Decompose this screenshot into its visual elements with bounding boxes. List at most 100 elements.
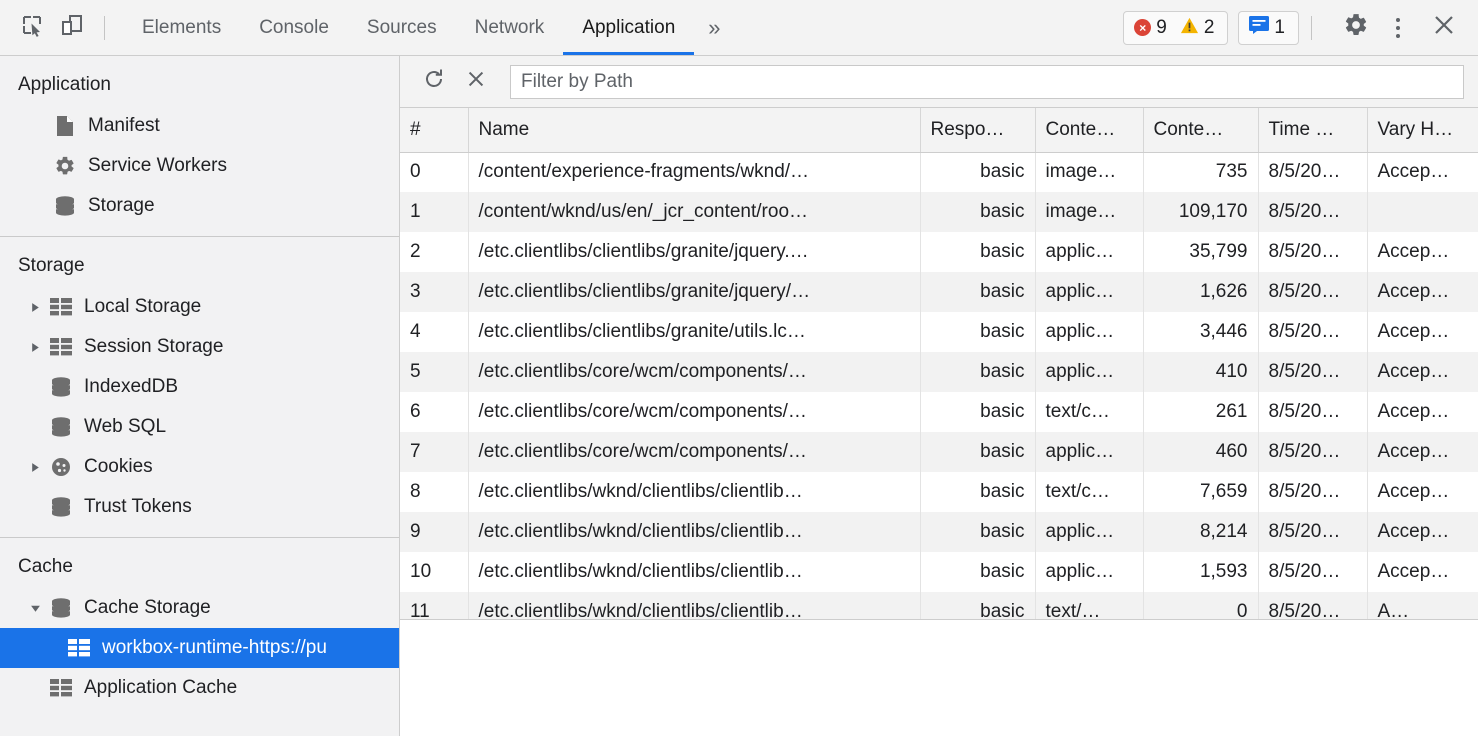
row-content-length: 8,214 [1143, 512, 1259, 552]
sidebar-item-web-sql[interactable]: Web SQL [0, 407, 399, 447]
row-index: 10 [400, 552, 469, 592]
chevron-right-icon[interactable] [30, 462, 48, 473]
toolbar-divider-right [1311, 15, 1312, 40]
sidebar-item-indexeddb[interactable]: IndexedDB [0, 367, 399, 407]
row-response-type: basic [920, 512, 1036, 552]
error-count: 9 [1156, 17, 1167, 38]
column-header-vary-header[interactable]: Vary H… [1367, 108, 1478, 153]
row-index: 1 [400, 192, 469, 232]
column-header-content-length[interactable]: Conte… [1143, 108, 1259, 153]
tab-application[interactable]: Application [563, 0, 695, 55]
row-index: 6 [400, 392, 469, 432]
console-issues-button[interactable]: × 9 2 [1123, 10, 1229, 45]
table-row[interactable]: 8/etc.clientlibs/wknd/clientlibs/clientl… [400, 472, 1478, 512]
table-row[interactable]: 10/etc.clientlibs/wknd/clientlibs/client… [400, 552, 1478, 592]
sidebar-item-workbox-runtime-cache[interactable]: workbox-runtime-https://pu [0, 628, 399, 668]
cache-storage-panel: # Name Respo… Conte… Conte… Time … Vary … [400, 56, 1478, 736]
device-toolbar-icon [60, 13, 84, 42]
sidebar-item-cookies[interactable]: Cookies [0, 447, 399, 487]
row-index: 11 [400, 592, 469, 619]
row-content-type: applic… [1035, 312, 1144, 352]
row-time-cached: 8/5/20… [1258, 312, 1368, 352]
table-row[interactable]: 0/content/experience-fragments/wknd/…bas… [400, 152, 1478, 192]
column-header-name[interactable]: Name [468, 108, 921, 153]
chevron-right-icon[interactable] [30, 342, 48, 353]
device-toolbar-button[interactable] [52, 8, 92, 48]
chevron-right-icon[interactable] [30, 302, 48, 313]
row-vary-header: Accep… [1377, 401, 1450, 422]
filter-by-path-input[interactable] [510, 64, 1464, 99]
table-icon [48, 679, 74, 697]
column-header-content-type[interactable]: Conte… [1035, 108, 1144, 153]
row-index: 0 [400, 152, 469, 192]
issues-message-button[interactable]: 1 [1238, 10, 1299, 45]
row-time-cached: 8/5/20… [1258, 272, 1368, 312]
table-row[interactable]: 2/etc.clientlibs/clientlibs/granite/jque… [400, 232, 1478, 272]
gear-icon [52, 155, 78, 177]
sidebar-item-label: Cookies [84, 456, 153, 477]
sidebar-item-session-storage[interactable]: Session Storage [0, 327, 399, 367]
table-row[interactable]: 3/etc.clientlibs/clientlibs/granite/jque… [400, 272, 1478, 312]
row-name: /etc.clientlibs/clientlibs/granite/jquer… [468, 272, 921, 312]
tab-console[interactable]: Console [240, 0, 348, 55]
column-header-index[interactable]: # [400, 108, 469, 153]
row-index: 8 [400, 472, 469, 512]
more-options-button[interactable] [1378, 8, 1418, 48]
close-devtools-button[interactable] [1424, 8, 1464, 48]
sidebar-item-trust-tokens[interactable]: Trust Tokens [0, 487, 399, 527]
delete-selected-button[interactable] [458, 64, 494, 100]
sidebar-section-application: Application Manifest Service Workers [0, 56, 399, 237]
tab-elements[interactable]: Elements [123, 0, 240, 55]
row-index: 4 [400, 312, 469, 352]
row-content-length: 410 [1143, 352, 1259, 392]
sidebar-item-storage[interactable]: Storage [0, 186, 399, 226]
row-name: /etc.clientlibs/clientlibs/granite/jquer… [468, 232, 921, 272]
table-row[interactable]: 11/etc.clientlibs/wknd/clientlibs/client… [400, 592, 1478, 619]
document-icon [52, 115, 78, 137]
tab-sources[interactable]: Sources [348, 0, 456, 55]
sidebar-item-service-workers[interactable]: Service Workers [0, 146, 399, 186]
row-response-type: basic [920, 312, 1036, 352]
row-name: /content/experience-fragments/wknd/… [468, 152, 921, 192]
inspect-element-button[interactable] [12, 8, 52, 48]
refresh-icon [422, 67, 446, 96]
sidebar-item-label: Manifest [88, 115, 160, 136]
column-header-time-cached[interactable]: Time … [1258, 108, 1368, 153]
settings-button[interactable] [1336, 8, 1376, 48]
more-tabs-button[interactable]: » [694, 0, 734, 55]
row-response-type: basic [920, 472, 1036, 512]
sidebar-item-cache-storage[interactable]: Cache Storage [0, 588, 399, 628]
row-time-cached: 8/5/20… [1258, 432, 1368, 472]
row-index: 7 [400, 432, 469, 472]
sidebar-item-local-storage[interactable]: Local Storage [0, 287, 399, 327]
row-vary-header: Accep… [1377, 281, 1450, 302]
row-time-cached: 8/5/20… [1258, 192, 1368, 232]
row-vary-header: Accep… [1377, 521, 1450, 542]
row-name: /content/wknd/us/en/_jcr_content/roo… [468, 192, 921, 232]
table-row[interactable]: 5/etc.clientlibs/core/wcm/components/…ba… [400, 352, 1478, 392]
tab-network[interactable]: Network [456, 0, 564, 55]
row-time-cached: 8/5/20… [1258, 152, 1368, 192]
sidebar-item-application-cache[interactable]: Application Cache [0, 668, 399, 708]
table-row[interactable]: 1/content/wknd/us/en/_jcr_content/roo…ba… [400, 192, 1478, 232]
column-header-response-type[interactable]: Respo… [920, 108, 1036, 153]
row-vary-header: Accep… [1377, 161, 1450, 183]
row-response-type: basic [920, 592, 1036, 619]
table-row[interactable]: 9/etc.clientlibs/wknd/clientlibs/clientl… [400, 512, 1478, 552]
devtools-body: Application Manifest Service Workers [0, 56, 1478, 736]
sidebar-item-manifest[interactable]: Manifest [0, 106, 399, 146]
row-content-type: applic… [1035, 352, 1144, 392]
row-content-type: applic… [1035, 272, 1144, 312]
row-content-length: 109,170 [1143, 192, 1259, 232]
table-header: # Name Respo… Conte… Conte… Time … Vary … [400, 108, 1478, 153]
table-row[interactable]: 7/etc.clientlibs/core/wcm/components/…ba… [400, 432, 1478, 472]
table-row[interactable]: 4/etc.clientlibs/clientlibs/granite/util… [400, 312, 1478, 352]
chevron-down-icon[interactable] [30, 603, 48, 614]
table-row[interactable]: 6/etc.clientlibs/core/wcm/components/…ba… [400, 392, 1478, 432]
tab-label: Application [582, 16, 676, 38]
database-icon [48, 497, 74, 517]
refresh-cache-button[interactable] [416, 64, 452, 100]
sidebar-section-storage: Storage Local Storage [0, 237, 399, 538]
row-response-type: basic [920, 272, 1036, 312]
message-count: 1 [1274, 17, 1285, 38]
